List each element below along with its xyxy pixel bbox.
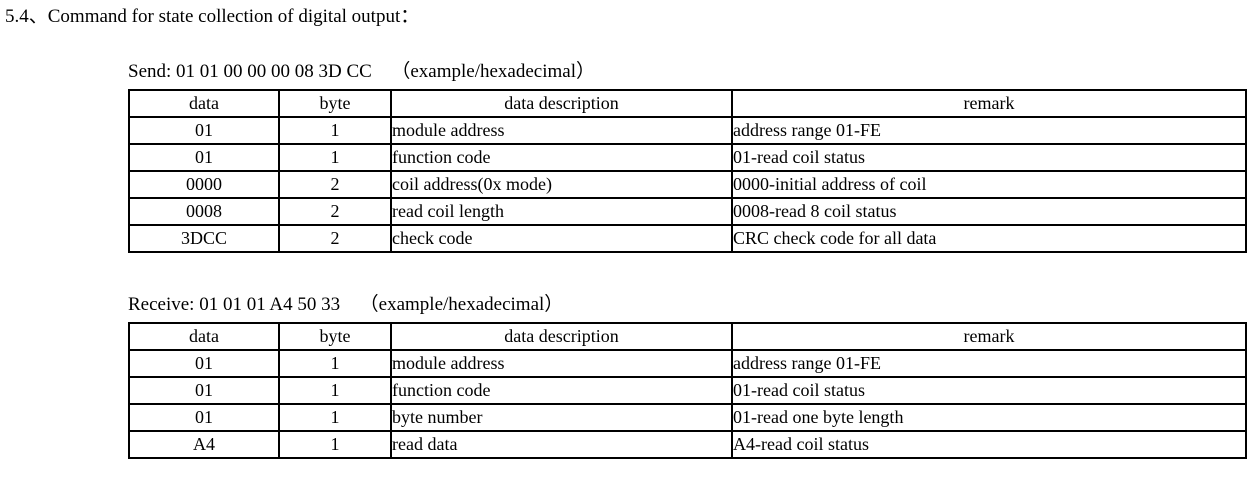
cell-data: 0000 — [128, 170, 280, 199]
cell-byte: 1 — [278, 403, 392, 432]
cell-remark: 01-read one byte length — [731, 403, 1247, 432]
table-row: 3DCC 2 check code CRC check code for all… — [128, 224, 1247, 253]
cell-data-description: module address — [390, 116, 733, 145]
cell-remark: address range 01-FE — [731, 116, 1247, 145]
cell-data-description: function code — [390, 143, 733, 172]
receive-command-table: data byte data description remark 01 1 m… — [128, 322, 1247, 459]
column-header-byte: byte — [278, 89, 392, 118]
cell-data: 01 — [128, 403, 280, 432]
cell-data: 01 — [128, 143, 280, 172]
section-heading: 5.4、Command for state collection of digi… — [5, 6, 420, 27]
cell-data: 0008 — [128, 197, 280, 226]
cell-remark: 01-read coil status — [731, 376, 1247, 405]
send-caption-hex: 01 01 00 00 00 08 3D CC — [176, 61, 372, 82]
cell-byte: 2 — [278, 170, 392, 199]
send-command-block: Send: 01 01 00 00 00 08 3D CC （example/h… — [128, 60, 1247, 253]
cell-byte: 1 — [278, 430, 392, 459]
table-row: 0000 2 coil address(0x mode) 0000-initia… — [128, 170, 1247, 199]
cell-data-description: function code — [390, 376, 733, 405]
cell-remark: address range 01-FE — [731, 349, 1247, 378]
table-row: 01 1 module address address range 01-FE — [128, 349, 1247, 378]
cell-byte: 1 — [278, 349, 392, 378]
column-header-remark: remark — [731, 89, 1247, 118]
column-header-data: data — [128, 322, 280, 351]
table-row: 01 1 byte number 01-read one byte length — [128, 403, 1247, 432]
send-caption-label: Send: — [128, 61, 172, 82]
cell-byte: 1 — [278, 143, 392, 172]
send-caption-note: （example/hexadecimal） — [391, 61, 595, 82]
table-header-row: data byte data description remark — [128, 322, 1247, 351]
cell-byte: 1 — [278, 116, 392, 145]
receive-caption-note: （example/hexadecimal） — [359, 294, 564, 315]
cell-remark: 0000-initial address of coil — [731, 170, 1247, 199]
cell-byte: 2 — [278, 197, 392, 226]
cell-remark: 01-read coil status — [731, 143, 1247, 172]
cell-remark: 0008-read 8 coil status — [731, 197, 1247, 226]
cell-data-description: coil address(0x mode) — [390, 170, 733, 199]
cell-byte: 1 — [278, 376, 392, 405]
cell-data: 01 — [128, 116, 280, 145]
cell-data-description: read data — [390, 430, 733, 459]
cell-data: 3DCC — [128, 224, 280, 253]
receive-caption-label: Receive: — [128, 294, 195, 315]
send-caption: Send: 01 01 00 00 00 08 3D CC （example/h… — [128, 60, 1247, 84]
table-row: A4 1 read data A4-read coil status — [128, 430, 1247, 459]
table-row: 01 1 module address address range 01-FE — [128, 116, 1247, 145]
cell-data-description: read coil length — [390, 197, 733, 226]
cell-data: A4 — [128, 430, 280, 459]
cell-remark: A4-read coil status — [731, 430, 1247, 459]
column-header-data-description: data description — [390, 89, 733, 118]
cell-data-description: byte number — [390, 403, 733, 432]
table-row: 0008 2 read coil length 0008-read 8 coil… — [128, 197, 1247, 226]
cell-byte: 2 — [278, 224, 392, 253]
table-row: 01 1 function code 01-read coil status — [128, 376, 1247, 405]
receive-command-block: Receive: 01 01 01 A4 50 33 （example/hexa… — [128, 293, 1247, 459]
cell-data: 01 — [128, 376, 280, 405]
receive-caption: Receive: 01 01 01 A4 50 33 （example/hexa… — [128, 293, 1247, 317]
column-header-byte: byte — [278, 322, 392, 351]
column-header-data: data — [128, 89, 280, 118]
column-header-data-description: data description — [390, 322, 733, 351]
table-header-row: data byte data description remark — [128, 89, 1247, 118]
cell-data-description: check code — [390, 224, 733, 253]
cell-remark: CRC check code for all data — [731, 224, 1247, 253]
cell-data-description: module address — [390, 349, 733, 378]
table-row: 01 1 function code 01-read coil status — [128, 143, 1247, 172]
column-header-remark: remark — [731, 322, 1247, 351]
receive-caption-hex: 01 01 01 A4 50 33 — [199, 294, 341, 315]
cell-data: 01 — [128, 349, 280, 378]
send-command-table: data byte data description remark 01 1 m… — [128, 89, 1247, 253]
